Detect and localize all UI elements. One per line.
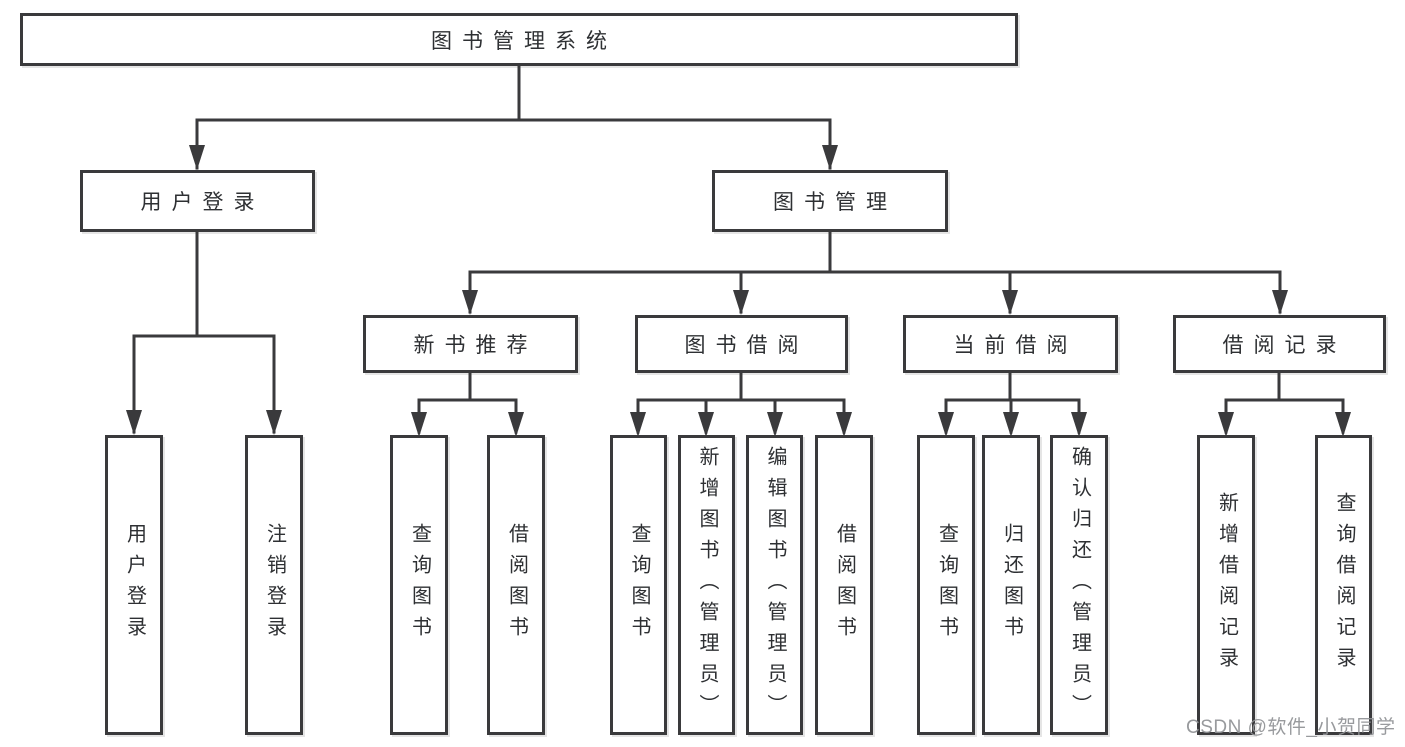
node-new-book-recommend: 新书推荐: [363, 315, 578, 373]
arrow-down-icon: [822, 145, 838, 170]
connector-book-management-to-level3: [462, 230, 1288, 315]
arrow-down-icon: [1335, 412, 1351, 437]
arrow-down-icon: [630, 412, 646, 437]
connector-borrow-records-to-leaves: [1218, 371, 1351, 437]
arrow-down-icon: [266, 410, 282, 435]
arrow-down-icon: [411, 412, 427, 437]
arrow-down-icon: [698, 412, 714, 437]
node-label: 新增借阅记录: [1215, 492, 1238, 678]
arrow-down-icon: [126, 410, 142, 435]
node-user-login: 用户登录: [80, 170, 315, 232]
node-label: 查询图书: [408, 523, 431, 647]
leaf-query-borrow-record: 查询借阅记录: [1315, 435, 1372, 735]
node-label: 用户登录: [140, 191, 265, 214]
leaf-add-borrow-record: 新增借阅记录: [1197, 435, 1255, 735]
node-label: 查询图书: [935, 523, 958, 647]
arrow-down-icon: [1003, 412, 1019, 437]
leaf-add-books-admin: 新增图书（管理员）: [678, 435, 735, 735]
leaf-return-books: 归还图书: [982, 435, 1040, 735]
node-label: 图书管理: [773, 191, 897, 214]
arrow-down-icon: [938, 412, 954, 437]
node-book-borrow: 图书借阅: [635, 315, 848, 373]
node-label: 查询图书: [628, 523, 650, 647]
arrow-down-icon: [1002, 290, 1018, 315]
node-label: 图书管理系统: [431, 29, 617, 53]
node-book-management: 图书管理: [712, 170, 948, 232]
connector-user-login-to-leaves: [126, 230, 282, 435]
arrow-down-icon: [1071, 412, 1087, 437]
connector-current-borrow-to-leaves: [938, 371, 1087, 437]
leaf-borrow-books-recommend: 借阅图书: [487, 435, 545, 735]
connector-book-borrow-to-leaves: [630, 371, 852, 437]
node-label: 借阅记录: [1222, 334, 1347, 357]
leaf-query-books-current: 查询图书: [917, 435, 975, 735]
leaf-edit-books-admin: 编辑图书（管理员）: [746, 435, 803, 735]
csdn-watermark: CSDN @软件_小贺同学: [1186, 717, 1396, 738]
connector-root-to-level2: [189, 64, 838, 170]
node-current-borrow: 当前借阅: [903, 315, 1118, 373]
node-label: 确认归还（管理员）: [1068, 445, 1091, 725]
leaf-query-books-borrow: 查询图书: [610, 435, 667, 735]
node-label: 注销登录: [263, 523, 286, 647]
leaf-user-login: 用户登录: [105, 435, 163, 735]
arrow-down-icon: [189, 145, 205, 170]
node-label: 用户登录: [123, 523, 146, 647]
connector-new-book-recommend-to-leaves: [411, 371, 524, 437]
node-label: 归还图书: [1000, 523, 1023, 647]
node-label: 编辑图书（管理员）: [764, 445, 786, 725]
arrow-down-icon: [733, 290, 749, 315]
arrow-down-icon: [836, 412, 852, 437]
leaf-logout: 注销登录: [245, 435, 303, 735]
arrow-down-icon: [462, 290, 478, 315]
leaf-confirm-return-admin: 确认归还（管理员）: [1050, 435, 1108, 735]
leaf-query-books-recommend: 查询图书: [390, 435, 448, 735]
node-root-library-system: 图书管理系统: [20, 13, 1018, 66]
leaf-borrow-books: 借阅图书: [815, 435, 873, 735]
node-label: 新书推荐: [413, 334, 538, 357]
node-label: 查询借阅记录: [1333, 492, 1355, 678]
arrow-down-icon: [767, 412, 783, 437]
node-label: 借阅图书: [505, 523, 528, 647]
node-label: 当前借阅: [953, 334, 1078, 357]
node-label: 新增图书（管理员）: [696, 445, 718, 725]
arrow-down-icon: [1218, 412, 1234, 437]
arrow-down-icon: [1272, 290, 1288, 315]
arrow-down-icon: [508, 412, 524, 437]
node-label: 借阅图书: [833, 523, 856, 647]
node-label: 图书借阅: [684, 334, 809, 357]
node-borrow-records: 借阅记录: [1173, 315, 1386, 373]
